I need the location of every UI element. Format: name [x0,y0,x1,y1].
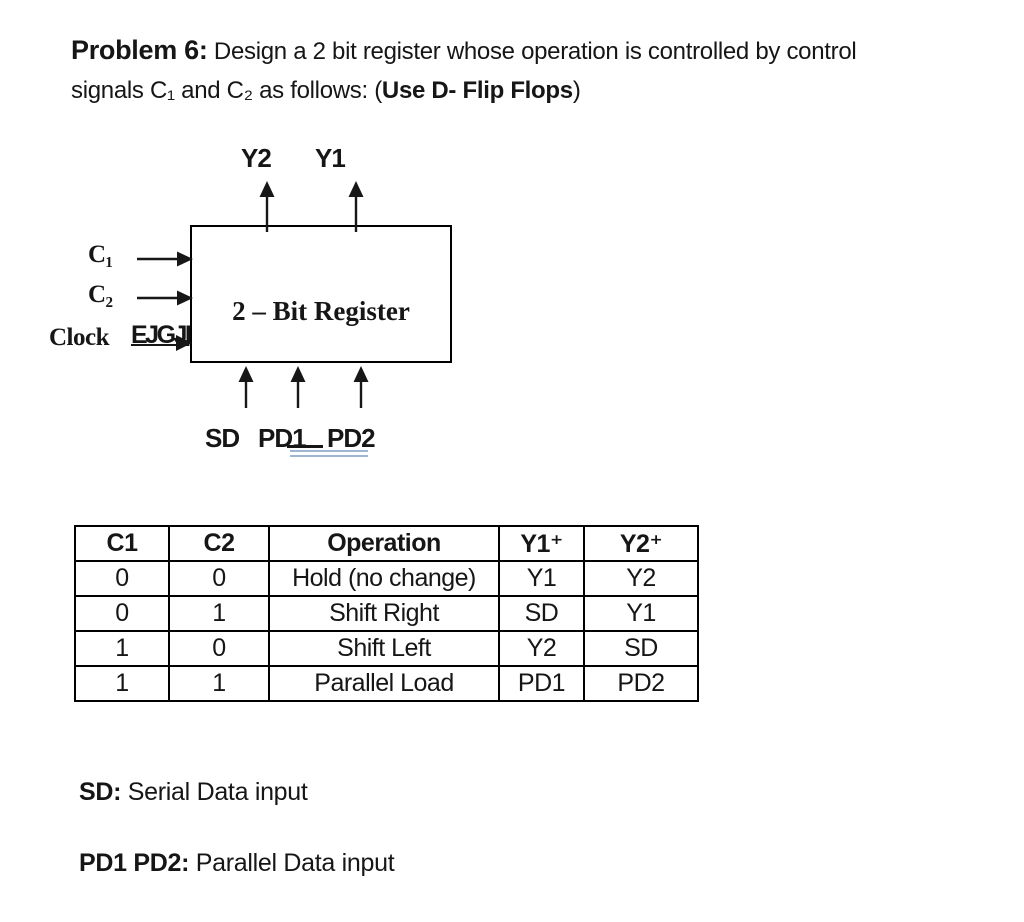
legend-sd: SD: Serial Data input [79,778,308,807]
pd1-input-arrow [290,366,306,408]
title-line-2-bold: Use D- Flip Flops [381,77,573,104]
legend-pd-term: PD1 PD2: [79,849,190,877]
table-cell: Parallel Load [268,665,500,702]
title-line-1: Problem 6: Design a 2 bit register whose… [71,31,857,71]
grammar-check-underline [290,450,368,457]
table-row: 1 1 Parallel Load PD1 PD2 [74,665,699,702]
table-row: 0 0 Hold (no change) Y1 Y2 [74,560,699,597]
title-line-1-text: Design a 2 bit register whose operation … [207,38,857,65]
table-cell: Y2 [583,560,699,597]
register-box [190,225,452,363]
table-cell: 1 [168,595,270,632]
input-label-pd1: PD1 [258,423,307,453]
table-header-row: C1 C2 Operation Y1⁺ Y2⁺ [74,525,699,562]
table-cell: SD [583,630,699,667]
table-cell: PD2 [583,665,699,702]
column-header-y2next: Y2⁺ [583,525,699,562]
column-header-c2: C2 [168,525,270,562]
title-line-2: signals C₁ and C₂ as follows: (Use D- Fl… [71,71,856,110]
register-box-label: 2 – Bit Register [232,296,410,326]
table-cell: 0 [168,560,270,597]
title-line-2-text: signals C₁ and C₂ as follows: ( [71,77,382,104]
legend-pd: PD1 PD2: Parallel Data input [79,849,395,878]
table-cell: 1 [168,665,270,702]
truth-table-container: C1 C2 Operation Y1⁺ Y2⁺ 0 0 Hold (no cha… [74,525,699,702]
table-row: 0 1 Shift Right SD Y1 [74,595,699,632]
table-cell: 1 [74,630,170,667]
column-header-c1: C1 [74,525,170,562]
problem-statement: Problem 6: Design a 2 bit register whose… [71,31,857,110]
table-cell: Shift Left [268,630,500,667]
legend-pd-definition: Parallel Data input [189,849,395,877]
table-cell: 0 [74,560,170,597]
c2-input-arrow [137,290,193,306]
input-label-pd2: PD2 [327,423,376,453]
table-cell: SD [498,595,585,632]
table-cell: Y1 [498,560,585,597]
column-header-operation: Operation [268,525,500,562]
input-label-sd: SD [205,423,240,453]
table-cell: Shift Right [268,595,500,632]
table-cell: Hold (no change) [268,560,500,597]
column-header-y1next: Y1⁺ [498,525,585,562]
c1-input-arrow [137,251,193,267]
table-row: 1 0 Shift Left Y2 SD [74,630,699,667]
table-cell: Y1 [583,595,699,632]
table-cell: 0 [168,630,270,667]
pd-underscore-mark [287,445,323,448]
table-cell: PD1 [498,665,585,702]
truth-table: C1 C2 Operation Y1⁺ Y2⁺ 0 0 Hold (no cha… [74,525,699,702]
table-cell: 1 [74,665,170,702]
input-label-c1: C₁ [88,241,113,268]
title-line-2-end: ) [572,77,581,104]
input-label-clock: Clock [49,324,110,351]
legend-sd-definition: Serial Data input [121,778,308,806]
sd-input-arrow [238,366,254,408]
problem-label: Problem 6: [71,35,208,65]
table-cell: Y2 [498,630,585,667]
legend-sd-term: SD: [79,778,122,806]
output-label-y2: Y2 [241,143,272,173]
table-cell: 0 [74,595,170,632]
pd2-input-arrow [353,366,369,408]
clock-glitch-glyph: EJGJI [131,321,192,349]
output-label-y1: Y1 [315,143,346,173]
input-label-c2: C₂ [88,281,113,308]
